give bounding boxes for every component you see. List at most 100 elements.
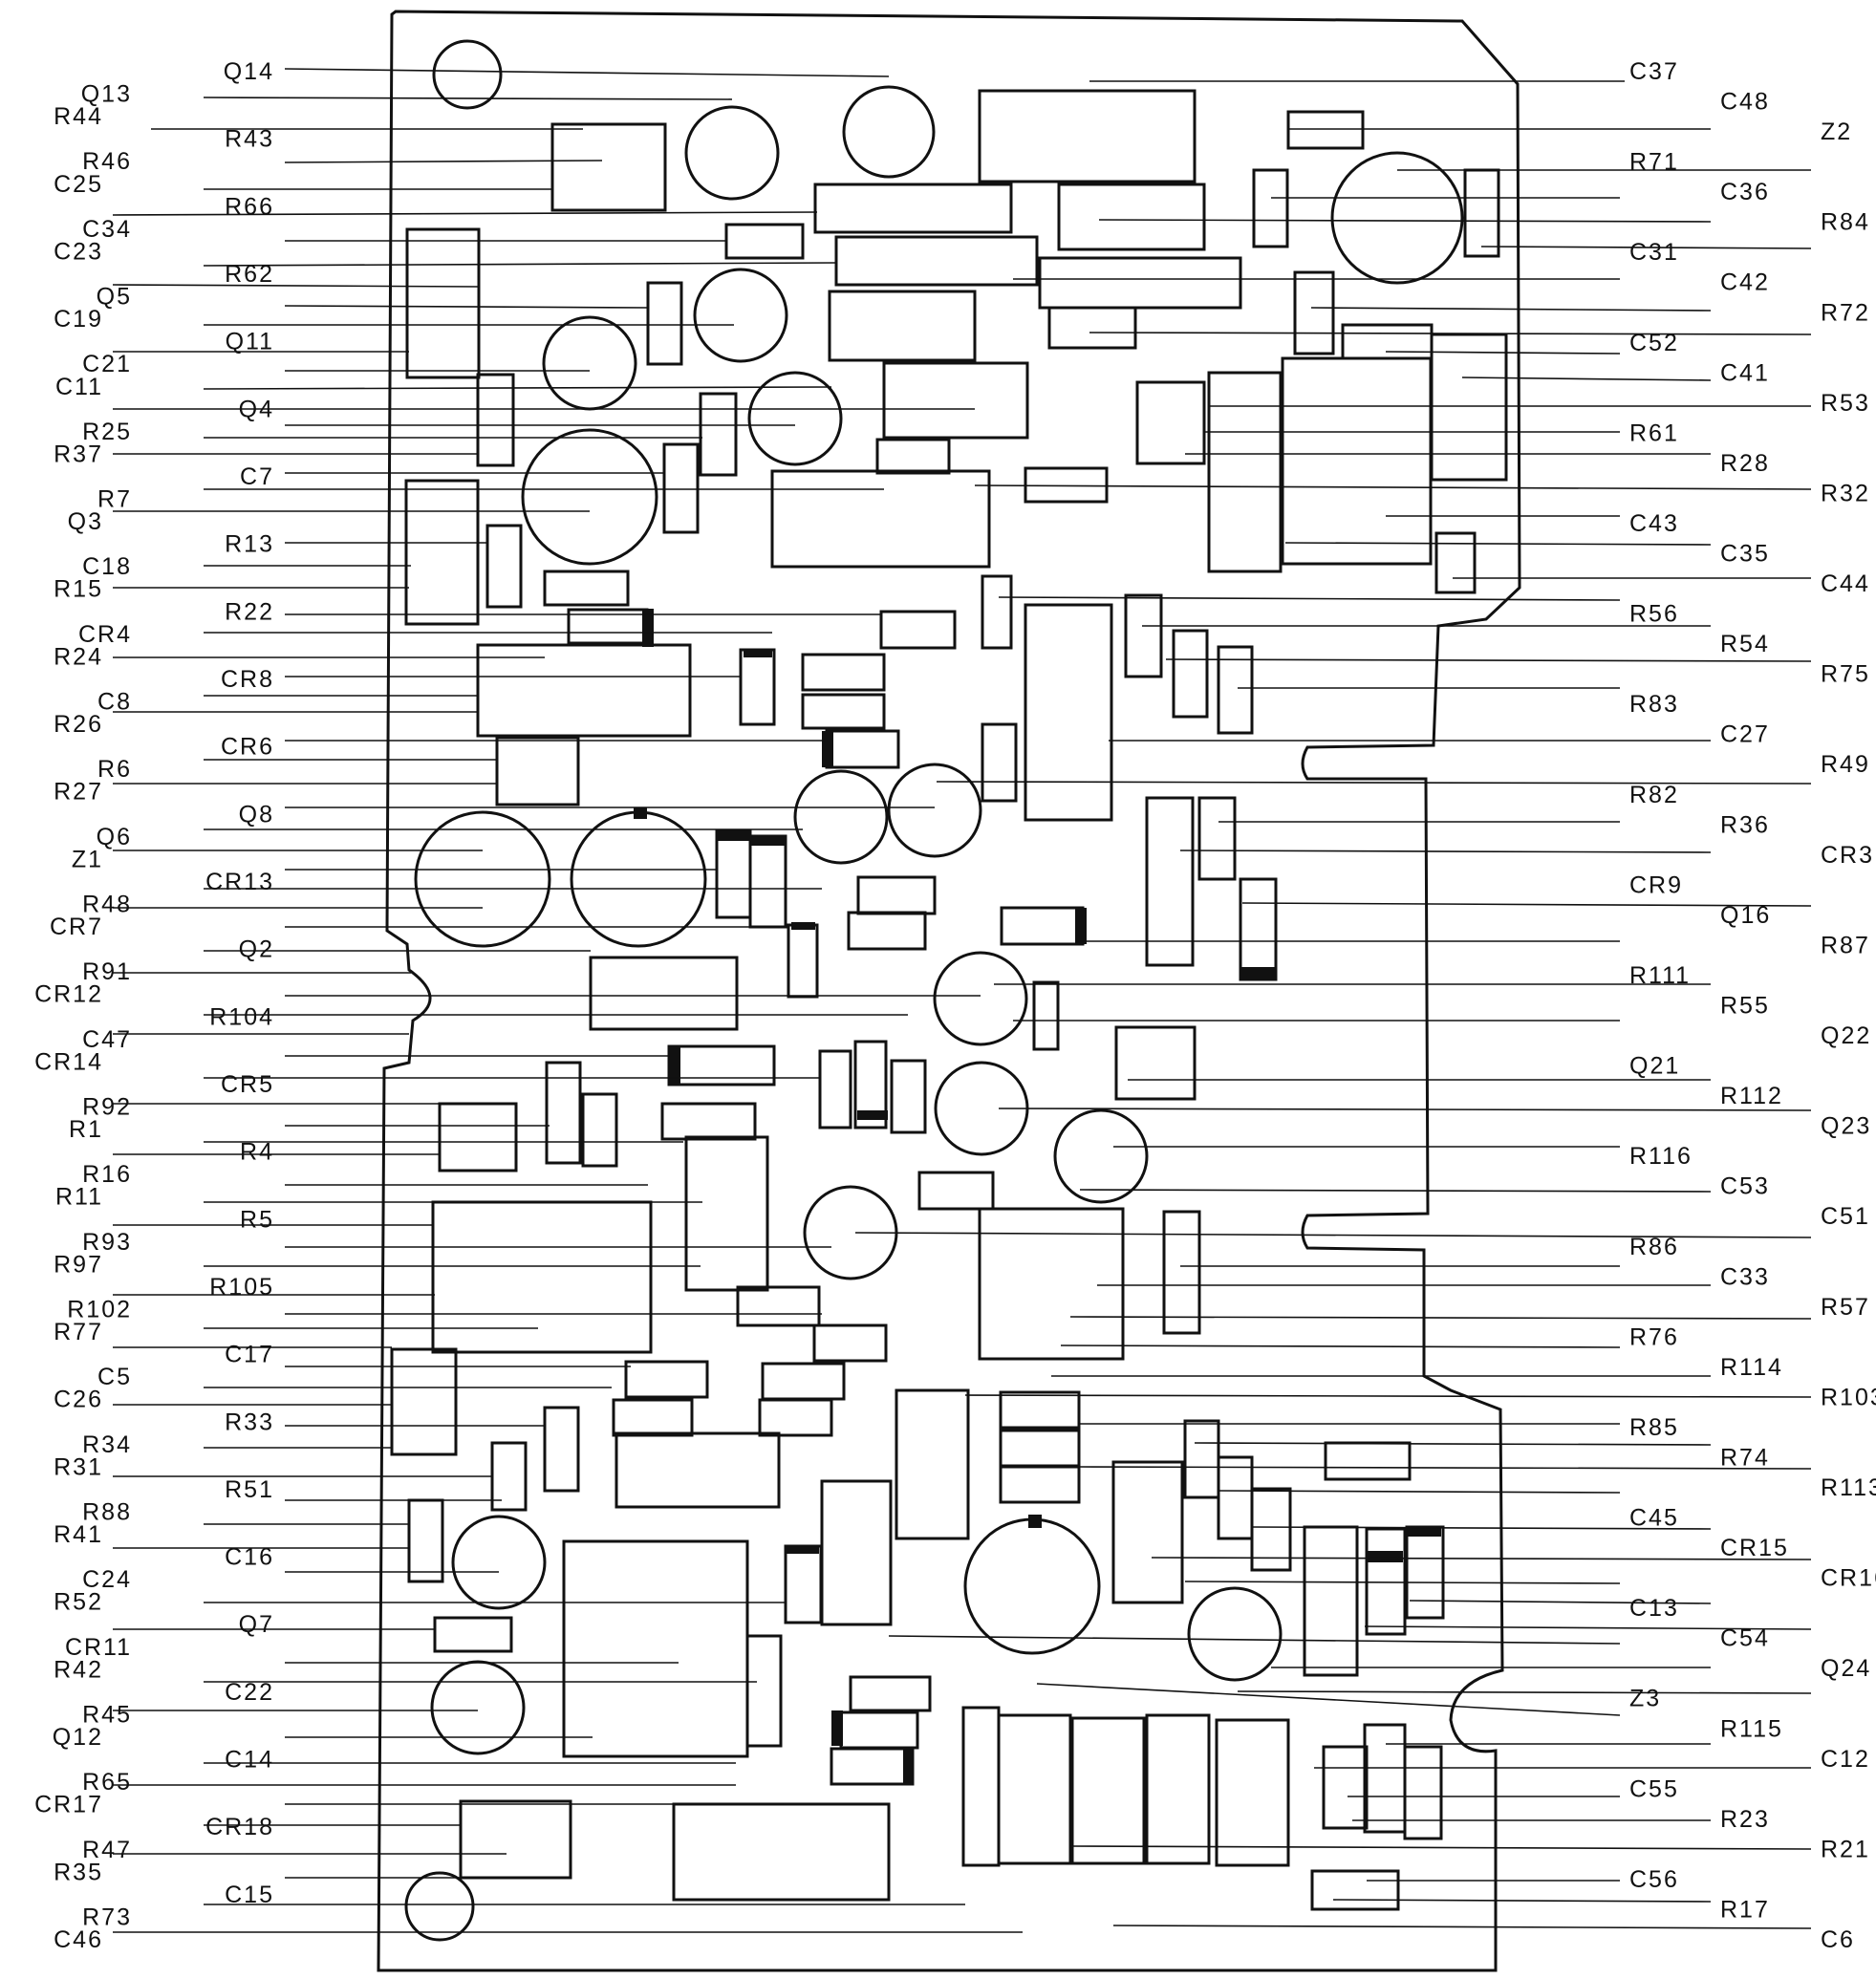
component-label-r104: R104 [209, 1003, 274, 1030]
component-label-r74: R74 [1720, 1444, 1770, 1471]
component-label-r113: R113 [1821, 1474, 1876, 1501]
component-label-cr16: CR16 [1821, 1565, 1876, 1592]
component-label-c53: C53 [1720, 1173, 1770, 1200]
component-label-q3: Q3 [68, 508, 103, 535]
component-label-r84: R84 [1821, 209, 1870, 236]
component-label-r32: R32 [1821, 480, 1870, 506]
component-label-c46: C46 [54, 1926, 103, 1953]
component-label-c33: C33 [1720, 1263, 1770, 1290]
component-label-r34: R34 [82, 1431, 132, 1458]
component-label-r47: R47 [82, 1837, 132, 1863]
component-label-c42: C42 [1720, 269, 1770, 296]
component-label-cr8: CR8 [221, 666, 274, 693]
component-label-c35: C35 [1720, 541, 1770, 568]
component-label-q2: Q2 [239, 936, 274, 963]
component-label-z1: Z1 [72, 846, 103, 872]
component-label-c23: C23 [54, 238, 103, 265]
component-label-q8: Q8 [239, 801, 274, 828]
component-label-c13: C13 [1629, 1595, 1679, 1622]
component-label-r91: R91 [82, 958, 132, 985]
component-label-r88: R88 [82, 1498, 132, 1525]
component-label-r6: R6 [97, 756, 132, 783]
component-label-q23: Q23 [1821, 1113, 1871, 1140]
board-outline [377, 10, 1521, 1972]
component-label-r43: R43 [225, 126, 274, 153]
component-label-r76: R76 [1629, 1323, 1679, 1350]
component-label-c5: C5 [97, 1364, 132, 1390]
component-label-r87: R87 [1821, 932, 1870, 958]
component-label-q24: Q24 [1821, 1655, 1871, 1682]
component-label-c52: C52 [1629, 330, 1679, 356]
component-label-r33: R33 [225, 1409, 274, 1435]
component-label-cr3: CR3 [1821, 842, 1874, 869]
component-label-c8: C8 [97, 689, 132, 716]
component-label-cr6: CR6 [221, 734, 274, 761]
component-label-r71: R71 [1629, 149, 1679, 176]
component-label-q13: Q13 [81, 81, 132, 108]
component-label-r23: R23 [1720, 1806, 1770, 1833]
component-label-q4: Q4 [239, 396, 274, 422]
component-label-c18: C18 [82, 553, 132, 580]
component-label-cr14: CR14 [34, 1048, 103, 1075]
component-label-c51: C51 [1821, 1203, 1870, 1230]
component-label-c12: C12 [1821, 1746, 1870, 1773]
component-label-cr12: CR12 [34, 981, 103, 1008]
component-label-c6: C6 [1821, 1926, 1855, 1953]
component-label-r21: R21 [1821, 1836, 1870, 1862]
component-label-r7: R7 [97, 486, 132, 513]
component-label-c25: C25 [54, 171, 103, 198]
component-label-r116: R116 [1629, 1143, 1693, 1170]
component-label-c27: C27 [1720, 721, 1770, 748]
component-label-r36: R36 [1720, 811, 1770, 838]
component-label-r49: R49 [1821, 751, 1870, 778]
component-label-c15: C15 [225, 1882, 274, 1908]
component-label-r105: R105 [209, 1274, 274, 1301]
component-label-r62: R62 [225, 261, 274, 288]
component-label-r37: R37 [54, 441, 103, 467]
component-label-r112: R112 [1720, 1083, 1783, 1109]
component-label-q11: Q11 [226, 329, 274, 355]
component-label-r115: R115 [1720, 1715, 1783, 1742]
component-label-r44: R44 [54, 103, 103, 130]
component-label-c22: C22 [225, 1679, 274, 1706]
component-label-cr5: CR5 [221, 1071, 274, 1098]
component-label-cr7: CR7 [50, 914, 103, 940]
component-label-c21: C21 [82, 351, 132, 377]
component-label-r103: R103 [1821, 1384, 1876, 1410]
component-label-r5: R5 [240, 1206, 274, 1233]
component-label-q6: Q6 [97, 824, 132, 850]
component-label-cr13: CR13 [205, 869, 274, 895]
component-label-r54: R54 [1720, 631, 1770, 657]
component-label-c44: C44 [1821, 570, 1870, 597]
component-label-c19: C19 [54, 306, 103, 333]
component-label-r93: R93 [82, 1229, 132, 1256]
component-label-r85: R85 [1629, 1414, 1679, 1441]
component-label-r61: R61 [1629, 419, 1679, 446]
component-label-r57: R57 [1821, 1294, 1870, 1321]
component-label-c47: C47 [82, 1026, 132, 1053]
component-label-c56: C56 [1629, 1866, 1679, 1893]
component-label-r102: R102 [67, 1296, 132, 1323]
component-label-r48: R48 [82, 892, 132, 918]
component-label-r52: R52 [54, 1589, 103, 1616]
component-label-r17: R17 [1720, 1896, 1770, 1923]
component-label-r72: R72 [1821, 299, 1870, 326]
component-label-c37: C37 [1629, 58, 1679, 85]
component-label-r86: R86 [1629, 1234, 1679, 1260]
component-label-r83: R83 [1629, 691, 1679, 718]
component-label-c17: C17 [225, 1342, 274, 1368]
component-label-r25: R25 [82, 419, 132, 445]
component-label-r11: R11 [55, 1184, 103, 1211]
component-label-c14: C14 [225, 1747, 274, 1774]
component-label-r28: R28 [1720, 450, 1770, 477]
component-label-cr9: CR9 [1629, 871, 1683, 898]
component-label-r31: R31 [54, 1453, 103, 1480]
component-label-c34: C34 [82, 216, 132, 243]
component-label-r66: R66 [225, 193, 274, 220]
component-label-c11: C11 [55, 374, 103, 400]
component-label-z2: Z2 [1821, 118, 1852, 145]
component-label-c55: C55 [1629, 1775, 1679, 1802]
component-label-r65: R65 [82, 1769, 132, 1796]
